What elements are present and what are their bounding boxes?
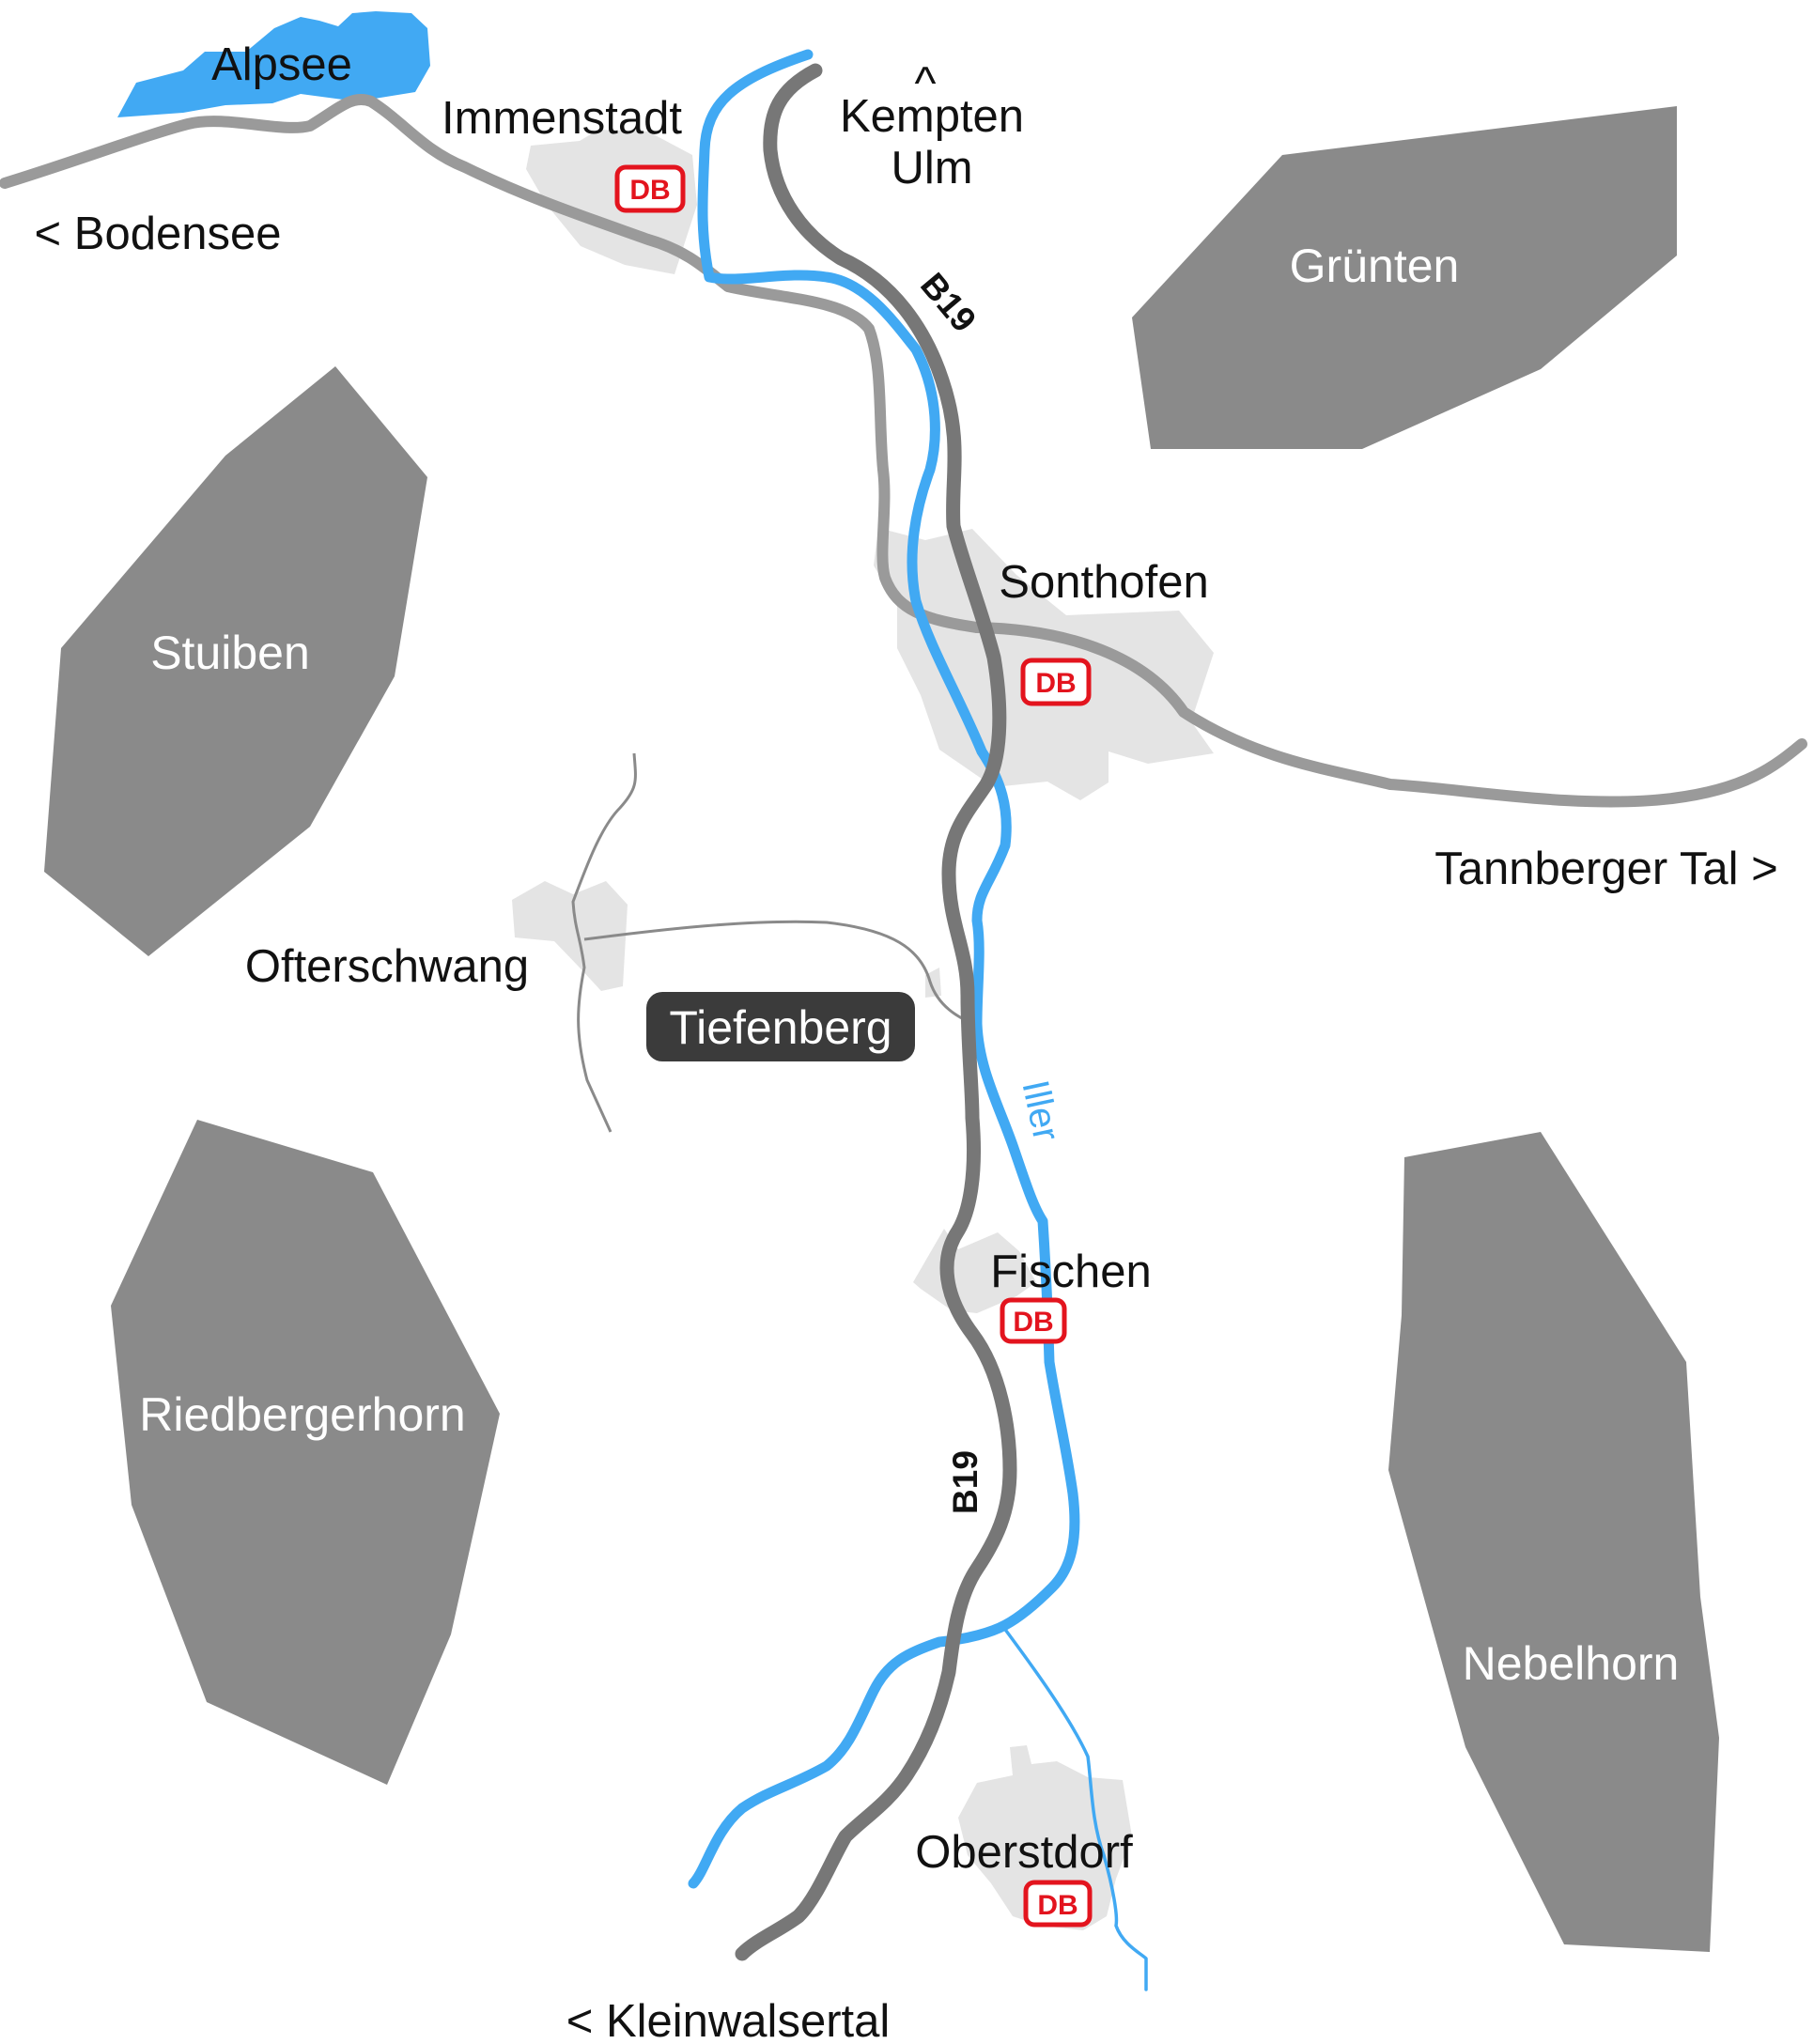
db-badge-bg <box>1020 658 1092 706</box>
river-iller-tributary <box>1001 1625 1148 1991</box>
lake-alpsee <box>117 11 430 117</box>
mountain-label-stuiben: Stuiben <box>150 627 310 679</box>
town-label-immenstadt: Immenstadt <box>442 93 682 144</box>
mountain-label-gruenten: Grünten <box>1290 240 1460 292</box>
db-station-sonthofen: DB <box>1020 658 1092 706</box>
town-label-ofterschwang: Ofterschwang <box>245 941 529 992</box>
lake-label-alpsee: Alpsee <box>211 39 352 90</box>
direction-east-tannberger-tal: Tannberger Tal > <box>1434 844 1778 894</box>
db-station-oberstdorf: DB <box>1023 1880 1093 1928</box>
db-logo-icon: DB <box>629 175 670 206</box>
railway-bodensee-immenstadt <box>0 93 734 292</box>
railway <box>0 93 1807 808</box>
mountain-gruenten <box>1132 106 1677 449</box>
railway-sonthofen-tannberg <box>971 622 1807 808</box>
db-station-fischen: DB <box>1000 1297 1067 1344</box>
db-logo-icon: DB <box>1037 1890 1078 1921</box>
mountain-label-riedbergerhorn: Riedbergerhorn <box>139 1388 465 1441</box>
road-b19 <box>735 63 1017 1961</box>
river-iller-main <box>688 49 1080 1889</box>
mountain-riedbergerhorn <box>111 1120 500 1785</box>
direction-north-arrow: ^ <box>915 58 937 109</box>
direction-north-ulm: Ulm <box>891 143 972 194</box>
river-label-iller: Iller <box>1014 1076 1066 1144</box>
mountain-nebelhorn <box>1388 1132 1719 1952</box>
town-label-fischen: Fischen <box>990 1247 1152 1297</box>
highlight-tiefenberg-label: Tiefenberg <box>669 1001 891 1054</box>
db-logo-icon: DB <box>1013 1307 1053 1338</box>
river-iller <box>688 49 1148 1991</box>
road-label-b19-south: B19 <box>946 1450 985 1514</box>
highlight-tiefenberg[interactable]: Tiefenberg <box>646 992 915 1061</box>
db-station-immenstadt: DB <box>614 164 686 213</box>
direction-south-kleinwalsertal: < Kleinwalsertal <box>566 1996 891 2044</box>
direction-west-bodensee: < Bodensee <box>35 209 282 259</box>
db-badge-bg <box>1000 1297 1067 1344</box>
local-roads <box>571 752 978 1133</box>
railway-immenstadt-oberstdorf <box>722 281 983 633</box>
town-label-sonthofen: Sonthofen <box>999 557 1208 608</box>
db-logo-icon: DB <box>1035 668 1076 699</box>
mountain-label-nebelhorn: Nebelhorn <box>1463 1637 1680 1690</box>
mountain-stuiben <box>44 366 427 956</box>
local-road-tiefenberg <box>583 920 978 1026</box>
town-area-ofterschwang <box>512 881 628 991</box>
direction-north-kempten: Kempten <box>840 91 1024 142</box>
local-road-ofterschwang-ns <box>571 752 637 1133</box>
town-area-tiefenberg <box>925 968 941 998</box>
mountains <box>44 106 1719 1952</box>
highlight-tiefenberg-bg <box>646 992 915 1061</box>
db-badge-bg <box>1023 1880 1093 1928</box>
town-label-oberstdorf: Oberstdorf <box>915 1827 1133 1878</box>
db-badge-bg <box>614 164 686 213</box>
